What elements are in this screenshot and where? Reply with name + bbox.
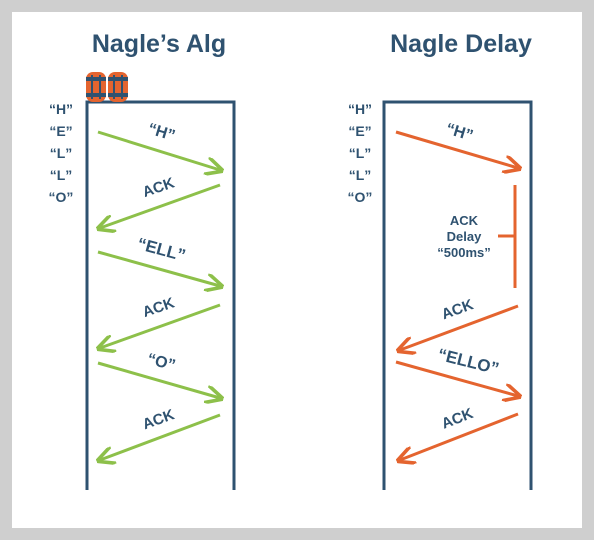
left-byte: “L” xyxy=(50,167,73,183)
left-byte: “L” xyxy=(50,145,73,161)
left-lifeline-box xyxy=(85,100,236,490)
right-title: Nagle Delay xyxy=(390,30,532,58)
right-message-arrow-4 xyxy=(400,412,519,460)
right-message-arrow-1 xyxy=(395,130,518,168)
left-message-label-1: “H” xyxy=(146,121,177,145)
left-message-label-5: “O” xyxy=(145,351,177,375)
left-message-arrow-4 xyxy=(100,303,221,348)
left-title: Nagle’s Alg xyxy=(92,30,226,58)
right-message-label-3: “ELLO” xyxy=(436,345,501,379)
right-byte: “O” xyxy=(348,189,373,205)
barrel-icon xyxy=(86,72,128,102)
left-byte: “O” xyxy=(49,189,74,205)
delay-bracket xyxy=(498,185,517,288)
delay-label-line: ACK xyxy=(450,213,479,228)
delay-label-line: Delay xyxy=(447,229,482,244)
right-message-label-2: ACK xyxy=(439,296,476,323)
right-message-label-1: “H” xyxy=(444,121,475,145)
left-message-arrow-1 xyxy=(97,130,220,170)
right-byte: “L” xyxy=(349,145,372,161)
left-message-arrow-6 xyxy=(100,413,221,460)
left-message-label-3: “ELL” xyxy=(135,234,187,265)
left-message-arrow-5 xyxy=(97,361,220,398)
left-message-label-4: ACK xyxy=(140,294,176,321)
left-byte: “E” xyxy=(49,123,72,139)
left-byte-list: “H” “E” “L” “L” “O” xyxy=(49,101,74,205)
left-byte: “H” xyxy=(49,101,73,117)
left-message-arrow-3 xyxy=(97,250,220,286)
diagram-frame xyxy=(12,12,582,528)
left-message-arrow-2 xyxy=(100,183,221,228)
right-byte-list: “H” “E” “L” “L” “O” xyxy=(348,101,373,205)
right-message-label-4: ACK xyxy=(439,405,476,433)
left-message-label-2: ACK xyxy=(140,174,176,201)
right-message-arrow-3 xyxy=(395,360,518,396)
delay-label-line: “500ms” xyxy=(437,245,490,260)
right-byte: “H” xyxy=(348,101,372,117)
right-byte: “L” xyxy=(349,167,372,183)
right-lifeline-box xyxy=(382,100,533,490)
right-byte: “E” xyxy=(348,123,371,139)
left-message-label-6: ACK xyxy=(140,406,177,433)
right-message-arrow-2 xyxy=(400,304,519,350)
